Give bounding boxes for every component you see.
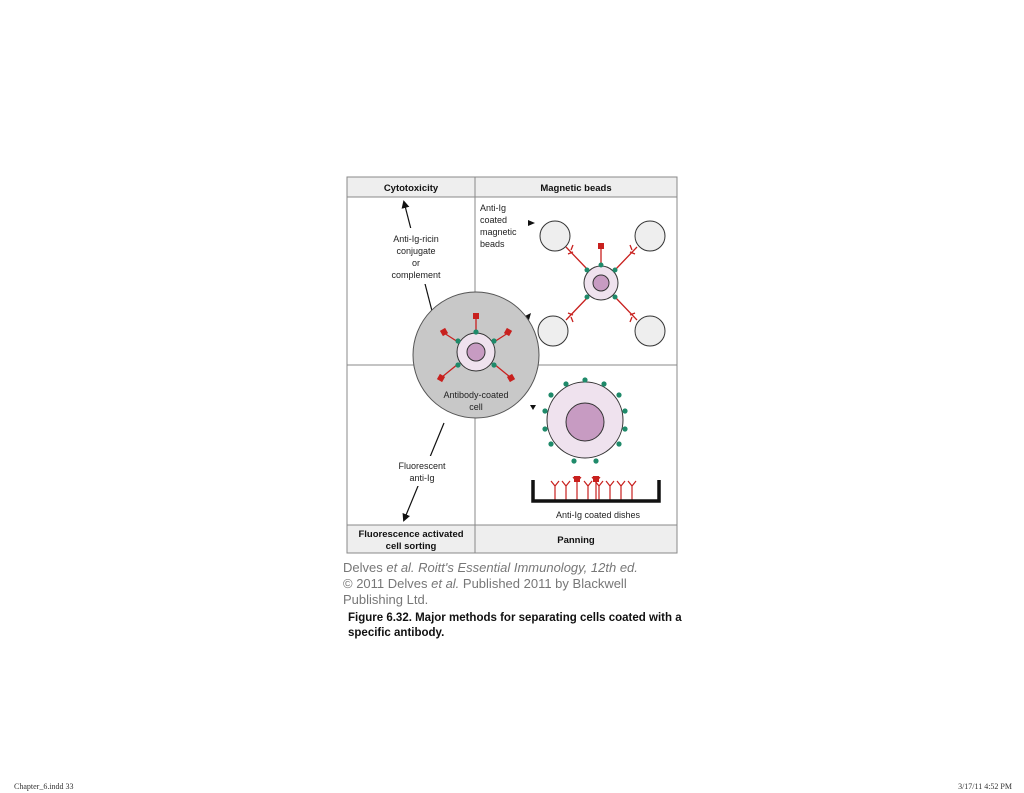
bead-top-right [634, 220, 666, 252]
bead-linkers [565, 244, 638, 323]
bead-top-antibody-tip [598, 243, 604, 249]
center-cell-nucleus [466, 342, 486, 362]
footer-timestamp: 3/17/11 4:52 PM [958, 782, 1012, 791]
ricin-label-line4: complement [391, 270, 441, 280]
pointer-to-beads [528, 220, 535, 226]
panning-dish [531, 480, 661, 503]
fluorescent-label-line1: Fluorescent [398, 461, 446, 471]
dish-label: Anti-Ig coated dishes [556, 510, 641, 520]
citation-line-1: Delves et al. Roitt's Essential Immunolo… [343, 560, 703, 576]
citation: Delves et al. Roitt's Essential Immunolo… [343, 560, 703, 608]
pointer-magnetic [525, 313, 531, 320]
header-magnetic-bg [474, 176, 678, 198]
header-panning-bg [474, 524, 678, 554]
ricin-label-bg [385, 228, 449, 284]
bead-top-left [539, 220, 571, 252]
citation-line-2: © 2011 Delves et al. Published 2011 by B… [343, 576, 703, 592]
bead-bottom-left [537, 315, 569, 347]
header-cytotoxicity: Cytotoxicity [384, 183, 439, 194]
citation-authors: Delves [343, 560, 387, 575]
dish-antibodies [550, 476, 637, 500]
citation-etal: et al. [431, 576, 460, 591]
panning-cell-antigens [542, 377, 628, 464]
center-cell-antibody-tips [436, 313, 516, 383]
dish-antigen-link [574, 476, 580, 482]
dish-antigen-link-2 [593, 476, 599, 482]
fluorescent-label-bg [392, 456, 452, 486]
pointer-panning [530, 405, 536, 410]
beads-label-line1: Anti-Ig [480, 203, 506, 213]
ricin-label-line1: Anti-Ig-ricin [393, 234, 439, 244]
header-facs-line2: cell sorting [386, 541, 437, 552]
bead-bottom-right [634, 315, 666, 347]
footer-filename: Chapter_6.indd 33 [14, 782, 74, 791]
citation-book-title: et al. Roitt's Essential Immunology, 12t… [386, 560, 638, 575]
header-magnetic-beads: Magnetic beads [540, 183, 611, 194]
header-panning: Panning [557, 535, 595, 546]
beads-label-line2: coated [480, 215, 507, 225]
ricin-label-line2: conjugate [396, 246, 435, 256]
header-facs-line1: Fluorescence activated [358, 529, 463, 540]
citation-publisher: Published 2011 by Blackwell [459, 576, 627, 591]
magnetic-cell-nucleus [592, 274, 610, 292]
figure-caption: Figure 6.32. Major methods for separatin… [348, 612, 682, 639]
citation-copyright: © 2011 Delves [343, 576, 432, 591]
ricin-label-line3: or [412, 258, 420, 268]
panning-cell-nucleus [565, 402, 605, 442]
center-cell-label-line2: cell [469, 402, 483, 412]
fluorescent-label-line2: anti-Ig [409, 473, 434, 483]
beads-label-line3: magnetic [480, 227, 517, 237]
center-cell-label-line1: Antibody-coated [443, 390, 508, 400]
magnetic-cell-antigens [584, 262, 618, 300]
citation-line-3: Publishing Ltd. [343, 592, 429, 607]
center-cell-antigens [455, 329, 497, 368]
beads-label-line4: beads [480, 239, 505, 249]
